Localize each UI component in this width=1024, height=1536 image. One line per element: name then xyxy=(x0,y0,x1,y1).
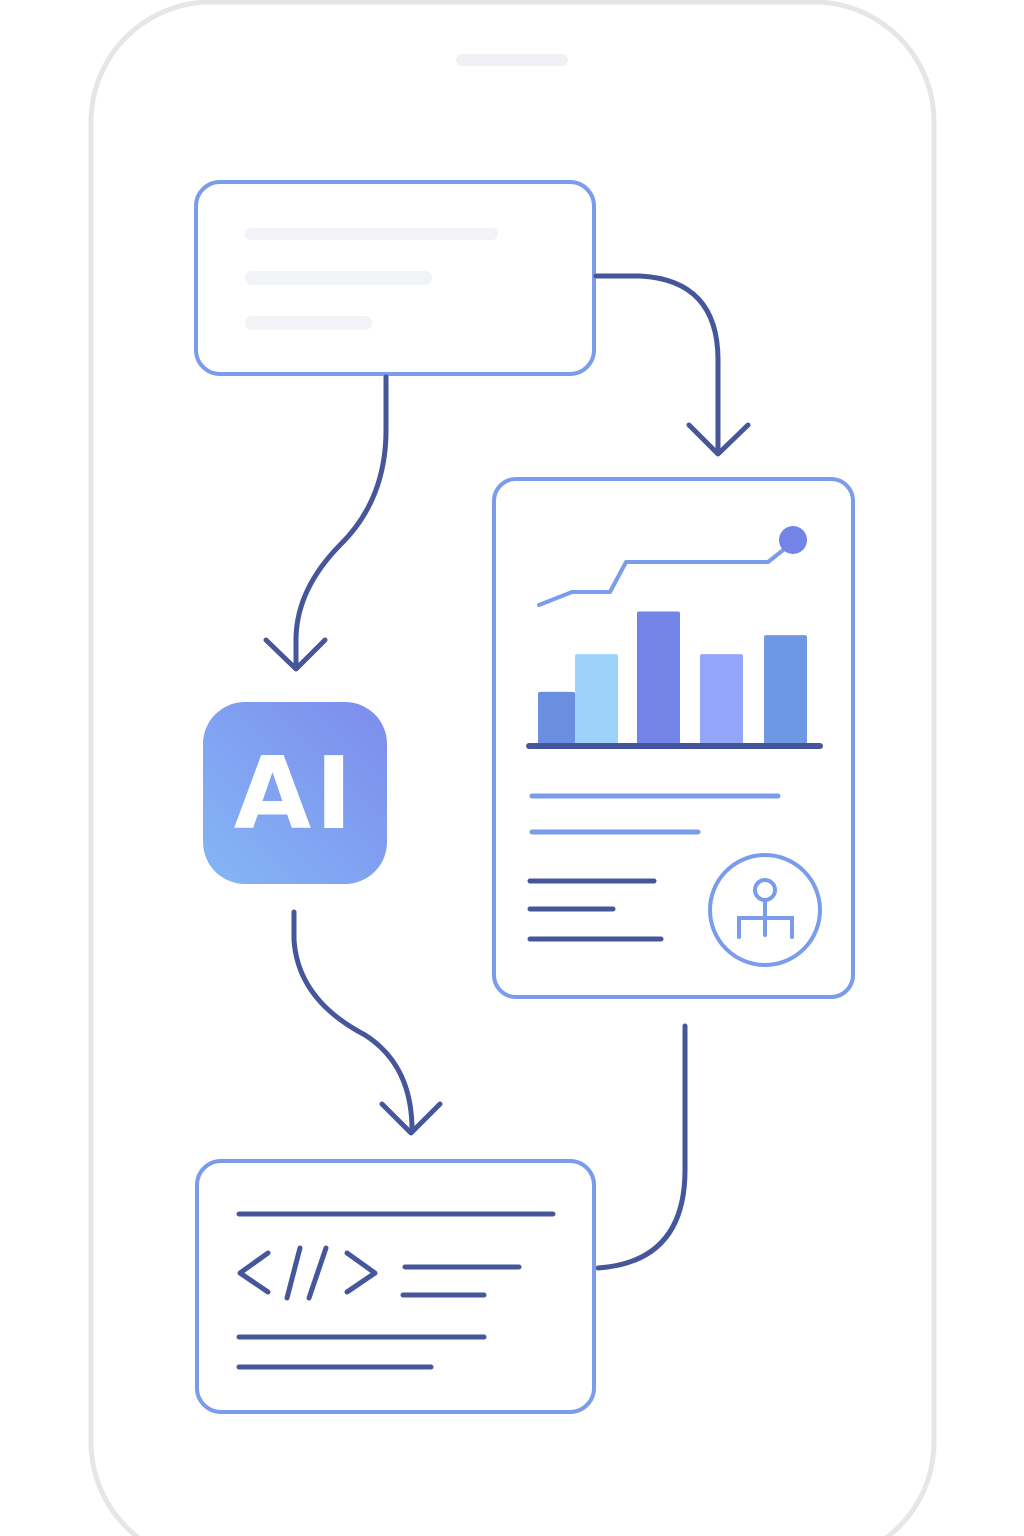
input-card xyxy=(194,180,596,376)
connector-line xyxy=(595,1023,688,1271)
placeholder-line xyxy=(245,271,432,285)
connector-arrow xyxy=(291,909,415,1133)
phone-notch xyxy=(456,54,568,66)
connector-arrow xyxy=(593,273,721,455)
trend-line xyxy=(537,545,789,607)
placeholder-line xyxy=(245,316,372,330)
chart-bar xyxy=(575,654,618,744)
arrow-head-icon xyxy=(379,1101,443,1136)
report-card xyxy=(492,477,855,999)
chart-bar xyxy=(637,611,680,744)
placeholder-line xyxy=(245,228,498,240)
chart-bar xyxy=(764,635,807,744)
chart-bar xyxy=(538,691,575,744)
org-chart-icon xyxy=(708,853,822,967)
code-brackets-icon xyxy=(237,1245,378,1301)
arrow-head-icon xyxy=(686,422,751,457)
chart-bar xyxy=(700,654,743,744)
arrow-head-icon xyxy=(263,637,328,672)
connector-arrow xyxy=(293,374,389,671)
code-card xyxy=(195,1159,596,1414)
trend-end-dot xyxy=(779,526,807,554)
ai-badge xyxy=(203,702,387,884)
